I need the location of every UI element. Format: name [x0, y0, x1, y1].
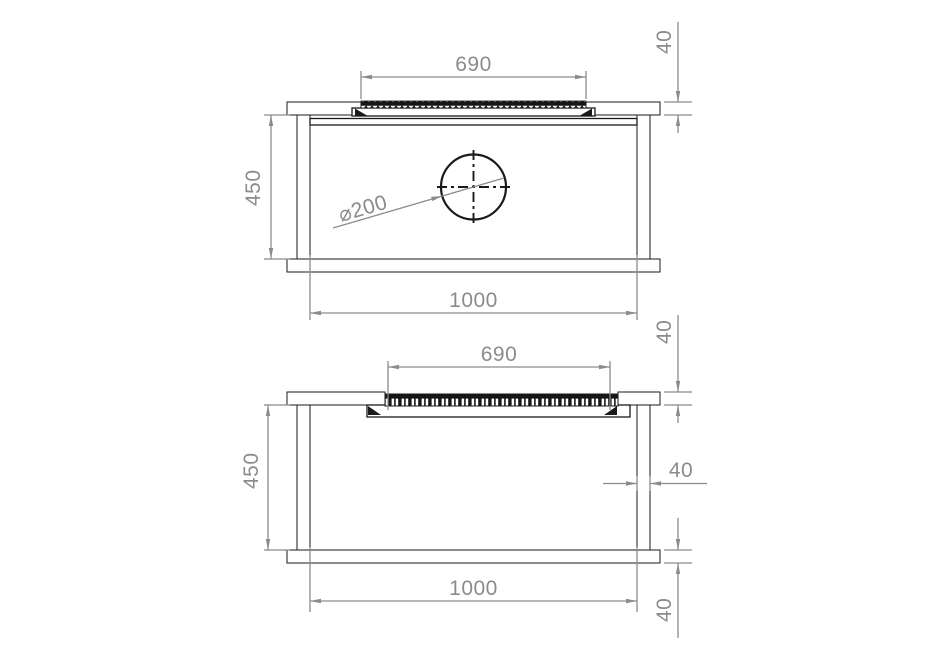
lower-right-wall [636, 404, 651, 551]
lower-cover-recess [366, 404, 631, 418]
dim-upper-width: 1000 [309, 255, 638, 320]
dim-lower-bottom-slab: 40 [653, 518, 692, 638]
upper-section-view: ⌀200 690 40 450 1000 [242, 22, 692, 320]
dimension-text: 1000 [449, 577, 498, 600]
dimension-hole-diameter: ⌀200 [336, 191, 390, 227]
lower-cover-plate [384, 393, 619, 407]
upper-cover-plate [360, 100, 587, 109]
upper-bottom-slab [286, 258, 661, 273]
dim-upper-opening: 690 [360, 53, 587, 99]
upper-top-slab-left [286, 101, 362, 116]
dimension-text: 450 [242, 169, 265, 206]
lower-section-view: 690 40 450 40 1000 [240, 315, 707, 638]
dim-upper-top-slab: 40 [653, 22, 692, 133]
upper-top-slab-right [585, 101, 661, 116]
lower-left-wall [296, 404, 311, 551]
lower-top-slab-left [286, 391, 386, 406]
dim-lower-wall: 40 [603, 459, 707, 491]
dim-upper-height: 450 [242, 114, 290, 260]
upper-right-wall [636, 114, 651, 260]
lower-top-slab-right [617, 391, 661, 406]
upper-frame-lip [309, 117, 638, 126]
cover-chamfer-right [580, 108, 592, 116]
dimension-text: 690 [455, 53, 492, 76]
dimension-text: 40 [653, 30, 676, 54]
dim-lower-opening: 690 [387, 343, 611, 410]
leader-arrow [431, 196, 443, 202]
cover-chamfer-left [355, 108, 367, 116]
upper-left-wall [296, 114, 311, 260]
cover-chamfer-left [368, 406, 381, 415]
dimension-text: 690 [481, 343, 518, 366]
lower-bottom-slab [286, 549, 661, 564]
dimension-text: 1000 [449, 289, 498, 312]
dim-lower-height: 450 [240, 404, 290, 551]
dim-lower-top-slab: 40 [653, 315, 692, 423]
dimension-text: 40 [669, 459, 693, 482]
dimension-text: 450 [240, 452, 263, 489]
dim-lower-width: 1000 [309, 547, 638, 612]
dimension-text: 40 [653, 320, 676, 344]
dimension-text: 40 [653, 598, 676, 622]
leader-line [332, 177, 505, 229]
cover-chamfer-right [604, 406, 617, 415]
upper-cover-frame [351, 107, 596, 117]
